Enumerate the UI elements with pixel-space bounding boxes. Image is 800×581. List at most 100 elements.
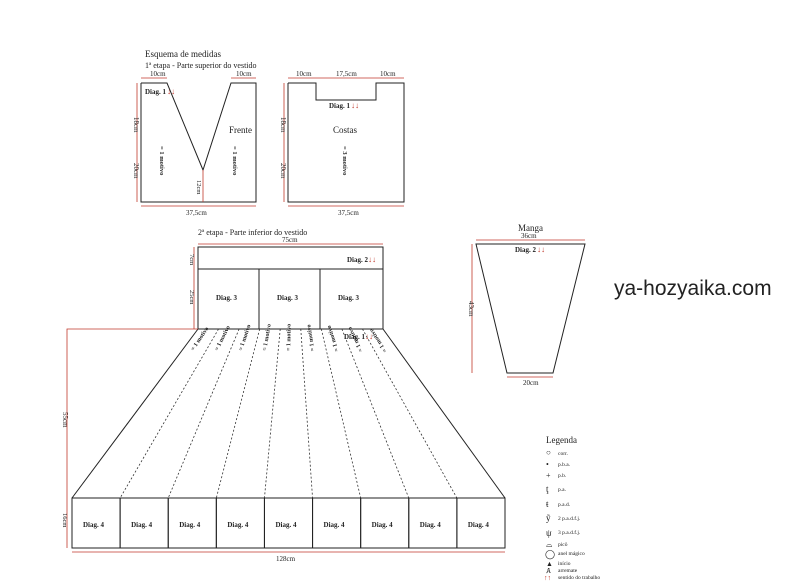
bottom-cell-label: Diag. 4 xyxy=(275,521,297,529)
skirt-panel-line xyxy=(362,328,458,499)
back-motif: = 3 motivo xyxy=(341,146,348,175)
mid-cell-label: Diag. 3 xyxy=(277,294,299,302)
front-motif-left: = 1 motivo xyxy=(158,146,165,175)
back-h-bottom: 20cm xyxy=(279,163,287,179)
legend-text: sentido do trabalho xyxy=(558,575,600,581)
back-outline xyxy=(287,82,405,203)
front-width: 37,5cm xyxy=(186,209,207,217)
front-label: Frente xyxy=(229,125,252,135)
back-label: Costas xyxy=(333,125,358,135)
legend-symbol: ▲ xyxy=(546,560,553,568)
skirt-panel-line xyxy=(264,328,281,499)
legend-symbol: + xyxy=(546,471,551,480)
front-arrows: ↓↓ xyxy=(167,87,175,96)
legend-text: p.a.d. xyxy=(558,502,571,508)
skirt-right-edge xyxy=(382,328,506,499)
legend-text: 3 p.a.d.f.j. xyxy=(558,529,581,536)
legend-text: p.a. xyxy=(558,487,567,493)
band-height: 7cm xyxy=(188,254,195,265)
bottom-cell-label: Diag. 4 xyxy=(131,521,153,529)
skirt-motif-labels: = 1 motivo = 1 motivo = 1 motivo = 1 mot… xyxy=(190,324,388,354)
legend: Legenda ○ corr. • p.b.a. + p.b. ţ p.a. ŧ… xyxy=(544,435,600,581)
schema-title: Esquema de medidas xyxy=(145,49,221,59)
skirt-panel-line xyxy=(341,328,410,499)
legend-text: picô xyxy=(558,542,568,548)
front-h-top: 18cm xyxy=(132,117,140,133)
mid-height: 25cm xyxy=(188,290,195,304)
skirt-motif-label: = 1 motivo xyxy=(262,324,273,352)
front-diag: Diag. 1 xyxy=(145,88,167,96)
skirt-width-bottom: 128cm xyxy=(276,555,296,563)
bottom-band: Diag. 4 Diag. 4 Diag. 4 Diag. 4 Diag. 4 … xyxy=(71,497,506,549)
back-w-right: 10cm xyxy=(380,70,396,78)
front-h-bottom: 20cm xyxy=(132,163,140,179)
sleeve-bottom: 20cm xyxy=(523,379,539,387)
front-piece: 10cm 10cm 18cm 20cm Diag. 1 ↓↓ Frente = … xyxy=(132,70,257,217)
mid-cell-label: Diag. 3 xyxy=(338,294,360,302)
legend-text: anel mágico xyxy=(558,551,585,557)
skirt-panel-line xyxy=(119,328,219,499)
skirt-panel-lines xyxy=(119,328,458,499)
legend-text: 2 p.a.d.f.j. xyxy=(558,515,581,522)
legend-text: p.b. xyxy=(558,473,567,479)
sleeve-piece: Manga 36cm Diag. 2 ↓↓ 43cm 20cm xyxy=(467,223,586,387)
bottom-cell-label: Diag. 4 xyxy=(179,521,201,529)
legend-text: corr. xyxy=(558,451,569,457)
sleeve-height: 43cm xyxy=(467,301,475,317)
bottom-cell-label: Diag. 4 xyxy=(83,521,105,529)
back-width: 37,5cm xyxy=(338,209,359,217)
bottom-height: 16cm xyxy=(61,513,68,527)
skirt-dim-height xyxy=(66,328,198,548)
bottom-cell-label: Diag. 4 xyxy=(468,521,490,529)
back-arrows: ↓↓ xyxy=(351,101,359,110)
skirt-diag: Diag. 1 xyxy=(344,333,366,341)
sleeve-arrows: ↓↓ xyxy=(537,245,545,254)
legend-symbol: Ⱥ xyxy=(546,567,551,575)
front-motif-right: = 1 motivo xyxy=(231,146,238,175)
legend-title: Legenda xyxy=(546,435,577,445)
legend-symbol: ◯ xyxy=(545,549,555,560)
front-w-left: 10cm xyxy=(150,70,166,78)
bottom-cell-label: Diag. 4 xyxy=(420,521,442,529)
sleeve-title: Manga xyxy=(518,223,543,233)
legend-text: arremate xyxy=(558,568,578,574)
legend-symbol: ŧ xyxy=(546,499,549,509)
skirt-arrows: ↓↓ xyxy=(365,332,373,341)
legend-text: p.b.a. xyxy=(558,462,571,468)
bottom-cell-label: Diag. 4 xyxy=(227,521,249,529)
skirt-width-top: 75cm xyxy=(282,236,298,244)
skirt-motif-label: = 1 motivo xyxy=(190,326,210,352)
legend-symbol: ỹ xyxy=(546,513,551,523)
legend-symbol: ○ xyxy=(546,448,551,457)
skirt-panel-line xyxy=(167,328,240,499)
skirt-panel-line xyxy=(300,328,313,499)
legend-symbol: ţ xyxy=(546,484,549,494)
legend-symbol: ⌓ xyxy=(546,540,553,549)
legend-symbol: • xyxy=(546,460,549,469)
legend-symbol: ψ xyxy=(546,528,552,538)
sleeve-outline xyxy=(475,243,586,374)
skirt-motif-label: = 1 motivo xyxy=(306,324,316,352)
skirt-piece: 75cm Diag. 2 ↓↓ 7cm Diag. 3 Diag. 3 Diag… xyxy=(61,236,506,563)
front-v-depth: 12cm xyxy=(195,180,202,194)
stage1-title: 1ª etapa - Parte superior do vestido xyxy=(145,61,257,70)
back-diag: Diag. 1 xyxy=(329,102,351,110)
back-w-left: 10cm xyxy=(296,70,312,78)
sleeve-top: 36cm xyxy=(521,232,537,240)
bottom-cell-label: Diag. 4 xyxy=(372,521,394,529)
skirt-motif-label: = 1 motivo xyxy=(286,324,292,351)
site-watermark: ya-hozyaika.com xyxy=(614,277,772,300)
back-h-top: 18cm xyxy=(279,117,287,133)
back-piece: 10cm 17,5cm 10cm 18cm 20cm Diag. 1 ↓↓ Co… xyxy=(279,70,405,217)
band-arrows: ↓↓ xyxy=(368,255,376,264)
legend-symbol: ↑↑ xyxy=(544,574,551,581)
legend-text: início xyxy=(558,561,571,567)
skirt-motif-label: = 1 motivo xyxy=(238,324,252,352)
skirt-panel-line xyxy=(215,328,261,499)
stage2-title: 2ª etapa - Parte inferior do vestido xyxy=(198,228,307,237)
front-w-right: 10cm xyxy=(236,70,252,78)
band-diag: Diag. 2 xyxy=(347,256,369,264)
bottom-cell xyxy=(456,497,506,549)
sleeve-diag: Diag. 2 xyxy=(515,246,537,254)
